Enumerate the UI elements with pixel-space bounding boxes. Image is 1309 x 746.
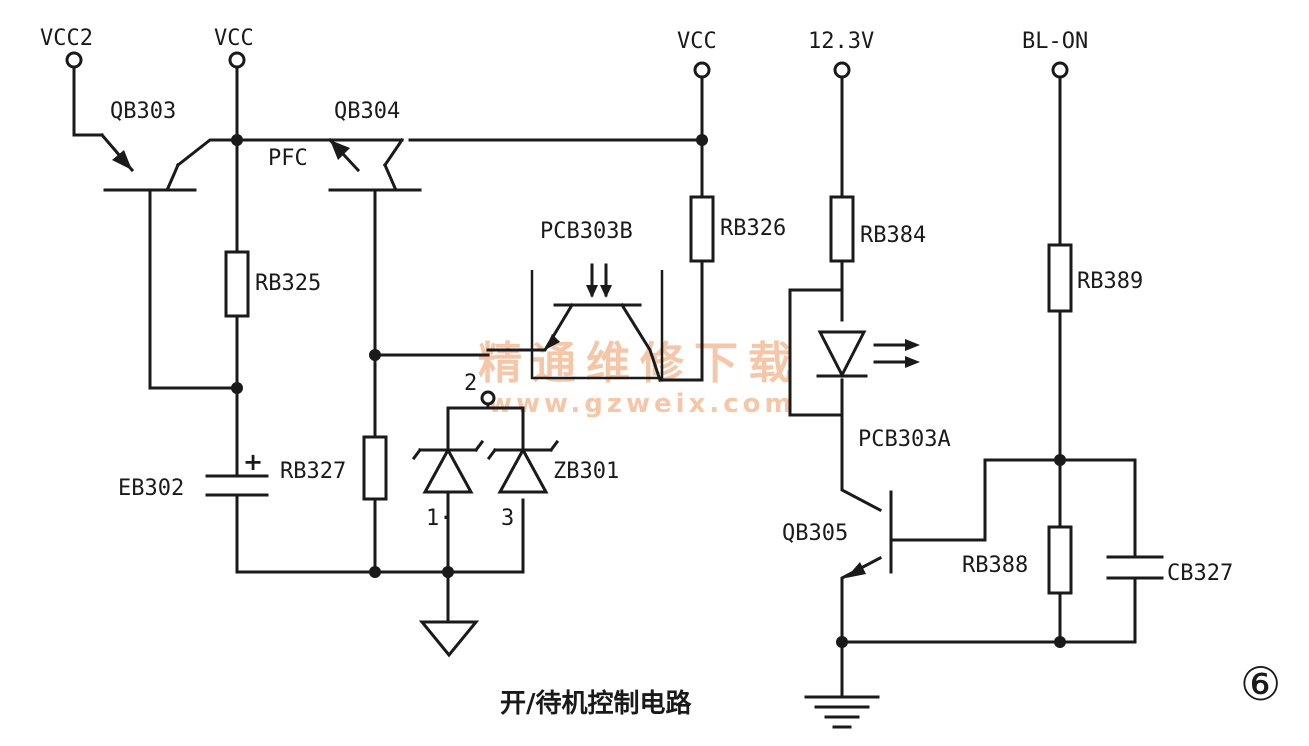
optocoupler-pcb303a: PCB303A — [816, 330, 951, 452]
capacitor-cb327: CB327 — [1106, 555, 1233, 586]
label-rb389: RB389 — [1077, 269, 1143, 294]
terminal-vcc2: VCC2 — [40, 26, 93, 69]
resistor-rb325: RB325 — [224, 250, 321, 318]
label-pcb303a: PCB303A — [858, 427, 951, 452]
terminal-bl-on: BL-ON — [1022, 29, 1088, 79]
ground-symbol-left — [418, 620, 480, 658]
pin-label-3: 3 — [501, 506, 514, 531]
label-vcc2: VCC2 — [40, 26, 93, 51]
label-qb304: QB304 — [334, 99, 400, 124]
pin-label-1: 1· — [426, 506, 453, 531]
label-vcc-left: VCC — [214, 26, 254, 51]
label-rb326: RB326 — [720, 216, 786, 241]
label-12v: 12.3V — [808, 29, 874, 54]
figure-number: ⑥ — [1240, 657, 1281, 711]
watermark-text: 精通维修下载 — [478, 338, 802, 389]
zener-diode-2: 3 — [486, 439, 560, 531]
wires — [72, 65, 1137, 697]
pin-2-node: 2 — [464, 371, 496, 406]
label-qb305: QB305 — [782, 521, 848, 546]
label-vcc-right: VCC — [677, 29, 717, 54]
optocoupler-pcb303b: PCB303B — [486, 219, 664, 382]
ground-symbol-right — [804, 695, 880, 729]
watermark-url: www.gzweix.com — [488, 389, 796, 419]
label-pcb303b: PCB303B — [540, 219, 633, 244]
label-cb327: CB327 — [1167, 561, 1233, 586]
resistor-rb326: RB326 — [689, 195, 786, 263]
transistor-qb305: QB305 — [782, 490, 893, 578]
label-rb327: RB327 — [280, 459, 346, 484]
label-eb302: EB302 — [118, 476, 184, 501]
terminal-vcc-right: VCC — [677, 29, 717, 79]
label-zb301: ZB301 — [553, 459, 619, 484]
resistor-rb389: RB389 — [1047, 243, 1143, 313]
polarity-plus: + — [243, 448, 263, 476]
terminal-12v: 12.3V — [808, 29, 874, 79]
capacitor-eb302: + EB302 — [118, 448, 269, 502]
resistor-rb327: RB327 — [280, 435, 388, 501]
zener-diode-1: 1· — [411, 439, 485, 531]
label-rb384: RB384 — [860, 223, 926, 248]
transistor-qb304: QB304 PFC — [268, 99, 422, 192]
resistor-rb384: RB384 — [829, 195, 926, 263]
resistor-rb388: RB388 — [962, 525, 1073, 595]
diagram-title: 开/待机控制电路 — [500, 688, 692, 719]
label-rb388: RB388 — [962, 553, 1028, 578]
label-rb325: RB325 — [255, 271, 321, 296]
transistor-qb303: QB303 — [99, 99, 197, 192]
junction-dots — [231, 134, 1066, 648]
label-qb303: QB303 — [110, 99, 176, 124]
terminal-vcc-left: VCC — [214, 26, 254, 69]
pin-label-2: 2 — [464, 371, 477, 396]
label-bl-on: BL-ON — [1022, 29, 1088, 54]
label-pfc: PFC — [268, 146, 308, 171]
